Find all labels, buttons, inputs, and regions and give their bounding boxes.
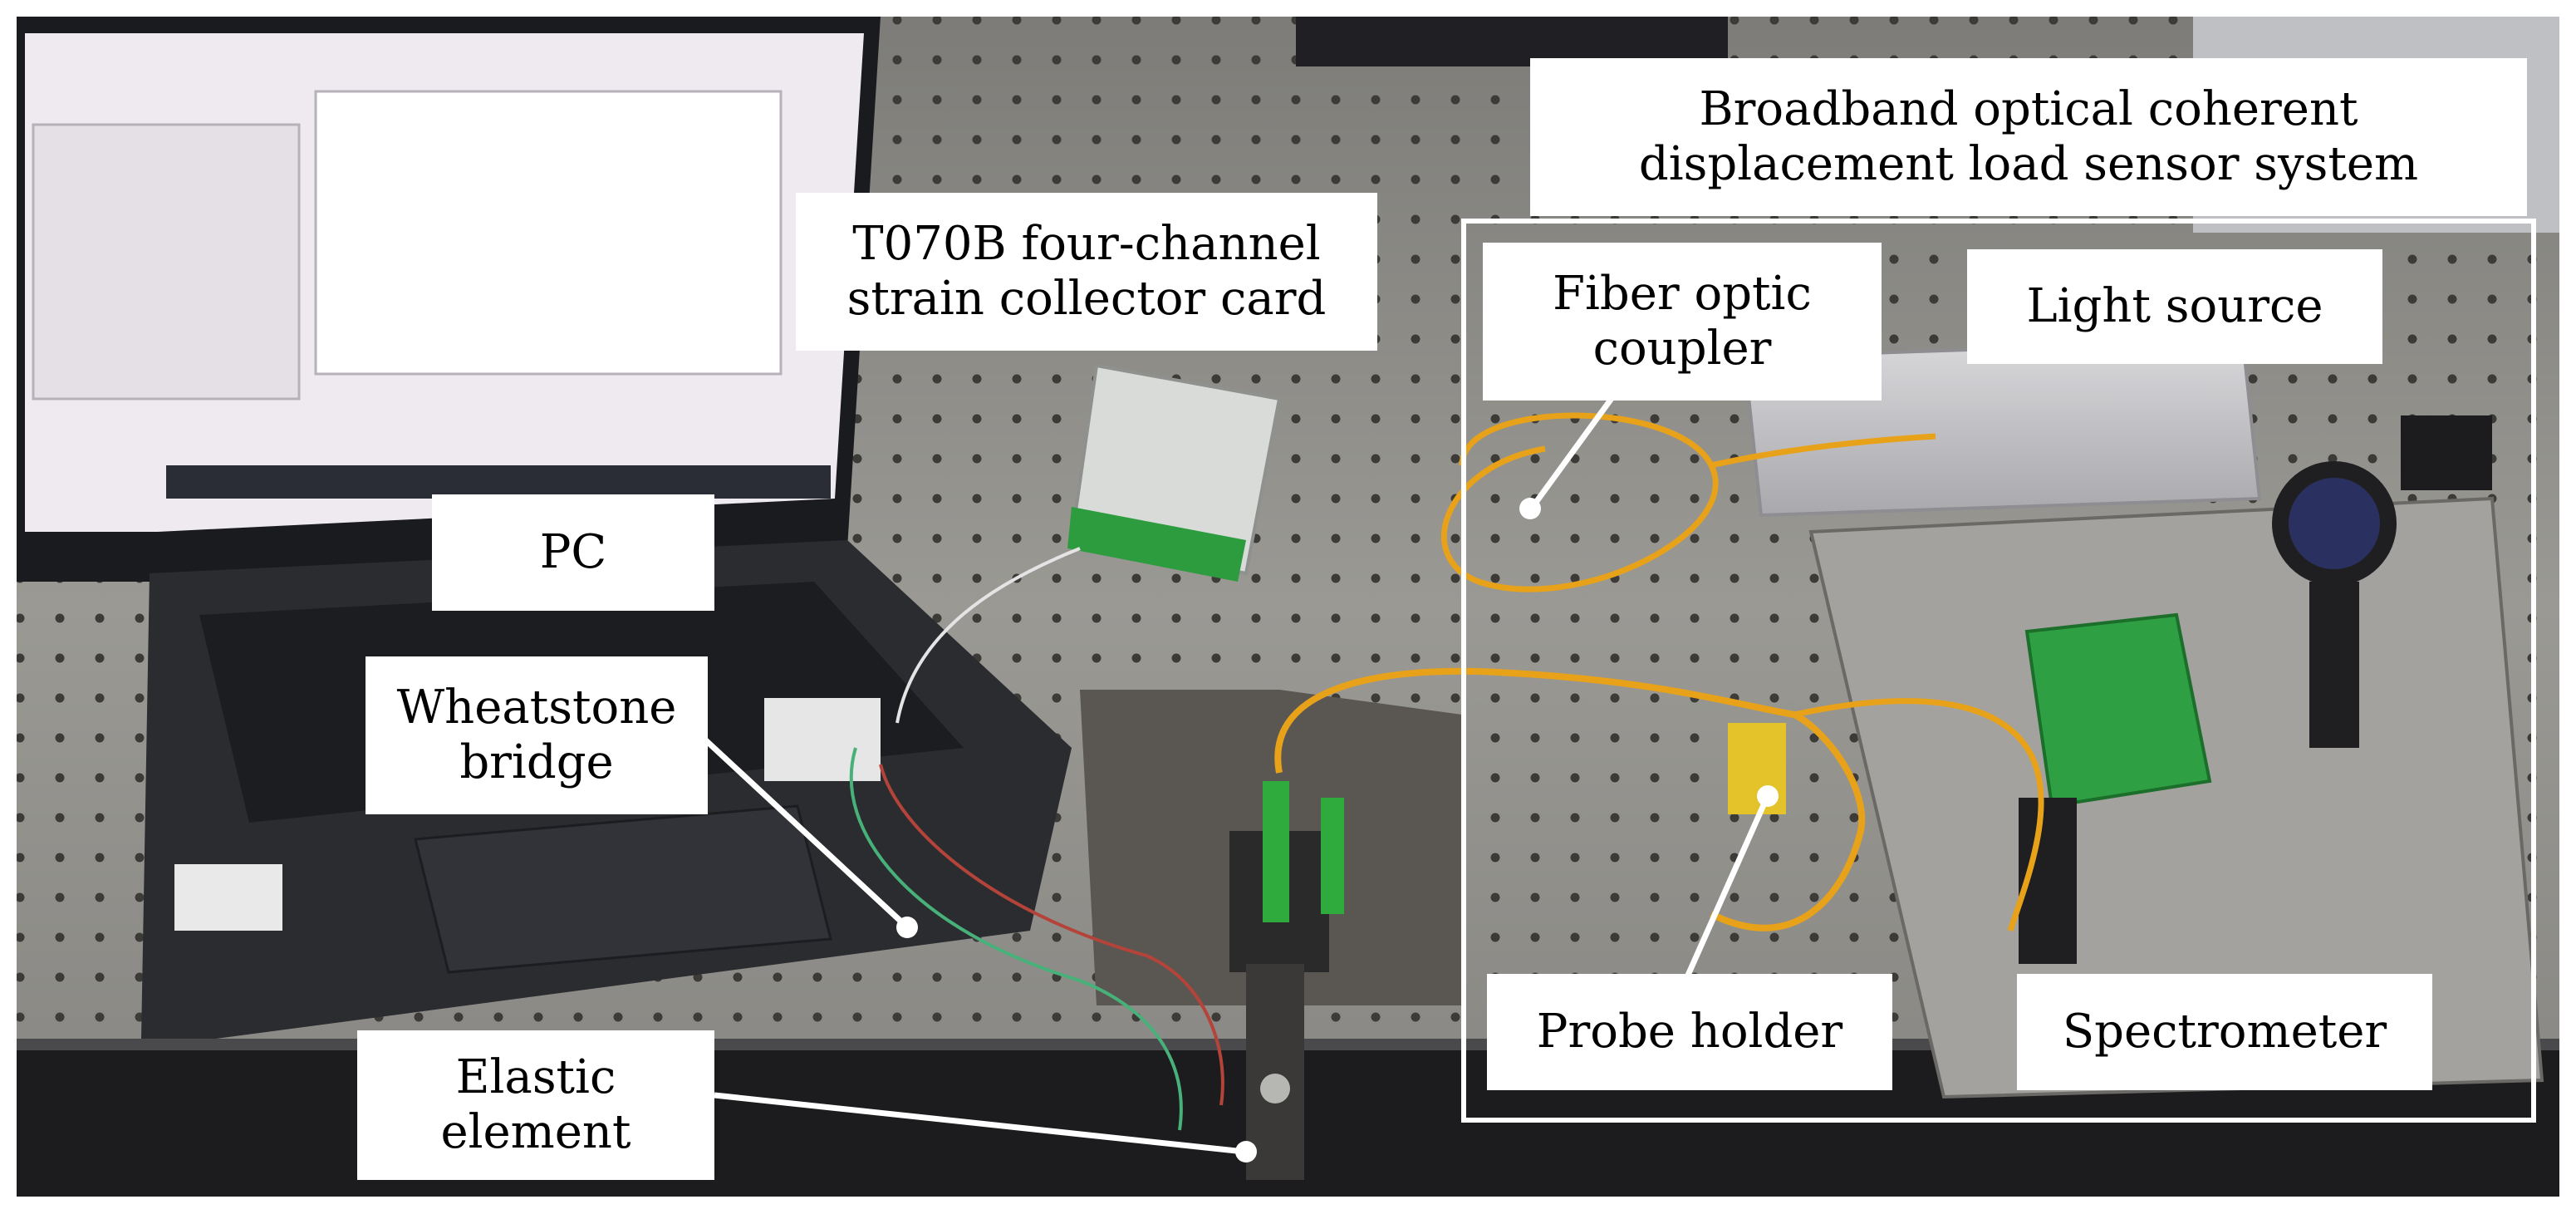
pointer-coupler-dot xyxy=(1519,498,1541,519)
lens xyxy=(2289,478,2380,569)
elastic-line-1: Elastic xyxy=(455,1050,616,1104)
coupler-line-1: Fiber optic xyxy=(1553,267,1812,321)
system-line-1: Broadband optical coherent xyxy=(1699,82,2358,136)
pointer-elastic xyxy=(714,1092,1245,1155)
label-spectrometer: Spectrometer xyxy=(2017,974,2432,1090)
wire-white xyxy=(895,547,1081,724)
elastic-element-body xyxy=(1246,964,1304,1180)
label-strain-collector-card: T070B four-channel strain collector card xyxy=(796,193,1377,351)
fiber-cable xyxy=(1274,667,1866,931)
lens-post xyxy=(2309,582,2359,748)
pointer-probe-dot xyxy=(1757,785,1779,807)
spectrometer-body xyxy=(2024,612,2212,809)
elastic-bolt xyxy=(1260,1074,1290,1103)
screen-panel xyxy=(32,123,301,401)
laptop-sticker-2 xyxy=(764,698,881,781)
screen-taskbar xyxy=(166,465,831,499)
pointer-wheatstone xyxy=(695,730,906,927)
fiber-to-source xyxy=(1710,433,1936,469)
wire-green xyxy=(849,747,1183,1131)
laptop-sticker xyxy=(174,864,282,931)
label-probe-holder: Probe holder xyxy=(1487,974,1892,1090)
wire-red xyxy=(879,764,1224,1106)
label-fiber-optic-coupler: Fiber optic coupler xyxy=(1483,243,1882,401)
screen-plot-area xyxy=(314,90,783,376)
system-outline xyxy=(1461,219,2536,1123)
label-wheatstone-bridge: Wheatstone bridge xyxy=(366,656,708,814)
elastic-line-2: element xyxy=(440,1105,631,1159)
laptop-touchpad xyxy=(414,804,832,974)
strain-card-line-2: strain collector card xyxy=(846,272,1327,326)
fiber-loop xyxy=(1440,412,1719,592)
wheatstone-line-2: bridge xyxy=(459,735,614,789)
coupler-line-2: coupler xyxy=(1592,322,1772,376)
label-elastic-element: Elastic element xyxy=(357,1030,714,1180)
wheatstone-line-1: Wheatstone xyxy=(396,681,677,735)
label-light-source: Light source xyxy=(1967,249,2382,364)
fiber-to-spectrometer xyxy=(1793,698,2044,932)
fiber-collimator-2 xyxy=(1321,798,1344,914)
pointer-elastic-dot xyxy=(1235,1141,1257,1162)
label-sensor-system: Broadband optical coherent displacement … xyxy=(1530,58,2527,216)
pointer-wheatstone-dot xyxy=(896,917,918,938)
label-pc: PC xyxy=(432,494,714,611)
mirror-mount xyxy=(2401,415,2492,490)
fiber-collimator xyxy=(1263,781,1289,922)
strain-card-terminals xyxy=(1067,507,1246,582)
pointer-probe xyxy=(1683,798,1769,981)
strain-card-line-1: T070B four-channel xyxy=(852,217,1321,271)
system-line-2: displacement load sensor system xyxy=(1638,137,2419,191)
